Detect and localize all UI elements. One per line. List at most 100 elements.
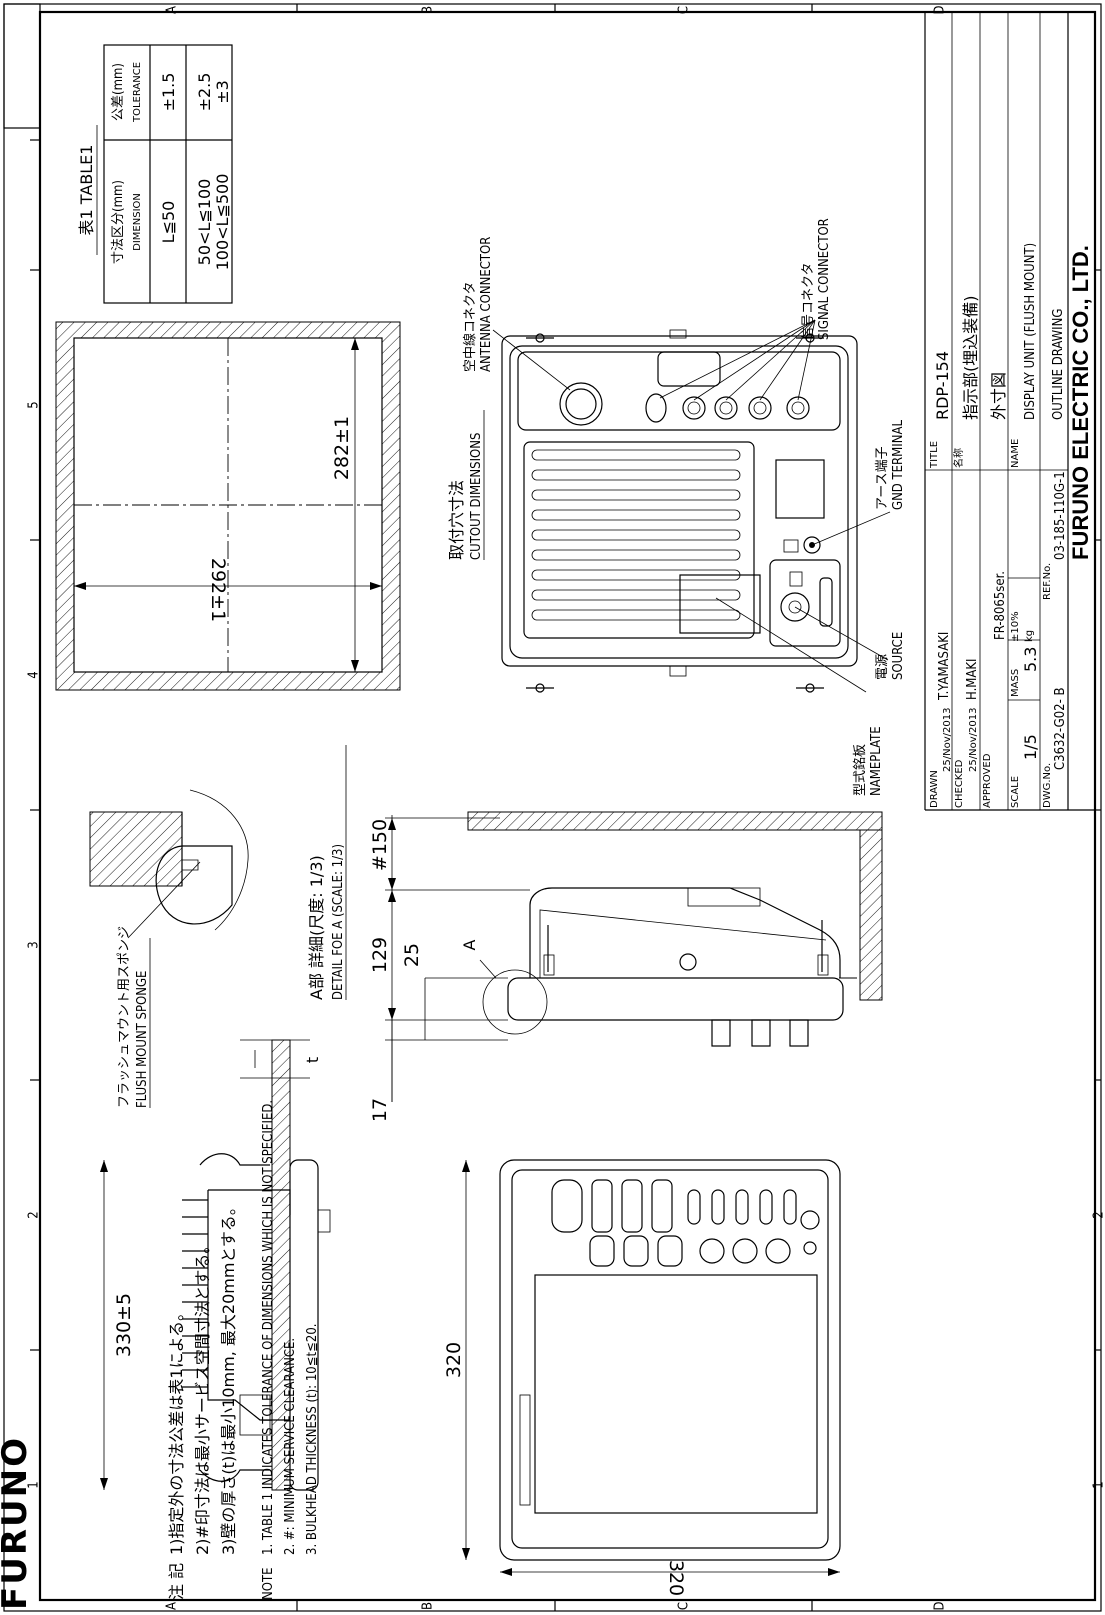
top-width-dim: 330±5 [113,1293,135,1357]
rear-view-labels: 空中線コネクタ ANTENNA CONNECTOR 信号コネクタ SIGNAL … [447,218,906,796]
cutout-view: 282±1 292±1 [55,321,401,691]
sponge-label-jp: フラッシュマウント用スポンジ [117,926,132,1108]
grid-letter-c-bottom: C [677,1602,692,1610]
front-width-dim: 320 [443,1342,465,1378]
source-label-jp: 電源 [875,654,890,680]
notes-jp-line-2: 2)#印寸法は最小サービス空間寸法とする。 [193,1238,212,1555]
checked-label: CHECKED [954,759,965,808]
gnd-terminal-label-en: GND TERMINAL [891,420,906,510]
name-jp-label: 名称 [952,448,965,468]
grid-number-1-left: 1 [27,1481,42,1488]
grid-number-4-left: 4 [27,671,42,678]
grid-number-2-right: 2 [1092,1211,1105,1218]
scale-label: SCALE [1010,776,1021,808]
name-en-line-1: DISPLAY UNIT (FLUSH MOUNT) [1023,243,1038,420]
grid-letter-d-bottom: D [933,1601,948,1610]
ref-no-label: REF.No. [1042,563,1053,600]
table1-header-tolerance-jp: 公差(mm) [111,63,126,121]
drawn-date: 25/Nov/2013 [942,708,953,772]
table1-row3-dimension: 100<L≦500 [213,174,232,271]
table1-row2-tolerance: ±2.5 [195,73,214,112]
table1-header-dimension-jp: 寸法区分(mm) [111,180,126,264]
nameplate-label-jp: 型式銘板 [853,744,868,796]
ref-no-value: 03-185-110G-1 [1053,471,1068,560]
grid-number-5-left: 5 [27,401,42,408]
table1-header-dimension-en: DIMENSION [132,193,143,251]
mass-label: MASS [1010,669,1021,697]
antenna-connector-label-en: ANTENNA CONNECTOR [479,237,494,372]
table1-title: 表1 TABLE1 [77,145,96,236]
notes-en-label: NOTE [261,1568,276,1600]
notes-jp-line-1: 1)指定外の寸法公差は表1による。 [167,1305,186,1555]
bulkhead-t-dim: t [303,1057,322,1063]
checked-name: H.MAKI [965,659,980,701]
scale-value: 1/5 [1021,734,1040,760]
grid-letter-a-top: A [165,6,180,14]
grid-number-2-left: 2 [27,1211,42,1218]
cutout-height-dim: 292±1 [207,558,229,622]
drawn-label: DRAWN [929,770,940,808]
table1-row2-dimension: 50<L≦100 [195,179,214,266]
top-view: 330±5 t [100,1039,331,1491]
notes-en-line-3: 3. BULKHEAD THICKNESS (t): 10≦t≦20. [305,1324,320,1556]
source-label-en: SOURCE [891,632,906,680]
detail-a-marker: A [460,939,479,950]
tolerance-table: 表1 TABLE1 寸法区分(mm) DIMENSION 公差(mm) TOLE… [77,44,233,304]
name-en-line-2: OUTLINE DRAWING [1051,309,1066,420]
notes-en-line-1: 1. TABLE 1 INDICATES TOLERANCE OF DIMENS… [261,1100,276,1555]
detail-a-label-en: DETAIL FOE A (SCALE: 1/3) [331,844,346,1000]
series-text: FR-8065ser. [993,571,1008,640]
title-label: TITLE [929,441,940,469]
cutout-width-dim: 282±1 [331,416,353,480]
cutout-dimensions-label-jp: 取付穴寸法 [447,480,466,560]
mass-tolerance: ±10% [1010,611,1021,642]
notes-en-line-2: 2. #: MINIMUM SERVICE CLEARANCE. [283,1338,298,1555]
grid-letter-b-top: B [421,6,436,14]
clearance-150-dim: #150 [369,819,391,871]
dwg-no-value: C3632-G02- B [1053,687,1068,770]
nameplate-label-en: NAMEPLATE [869,726,884,796]
table1-row1-tolerance: ±1.5 [159,73,178,112]
front-height-dim: 320 [665,1560,687,1596]
sponge-label-en: FLUSH MOUNT SPONGE [135,971,150,1108]
depth-129-dim: 129 [369,937,391,973]
sheet-border [3,3,1102,1612]
grid-numbers: 1 2 3 4 5 1 2 [27,401,1105,1488]
brand-logo: FURUNO [0,1436,35,1610]
grid-letter-d-top: D [933,5,948,14]
grid-letter-b-bottom: B [421,1602,436,1610]
name-jp-line-2: 外寸図 [989,372,1008,420]
cutout-dimensions-label-en: CUTOUT DIMENSIONS [469,433,484,560]
signal-connector-label-jp: 信号コネクタ [801,263,816,340]
detail-a-view: フラッシュマウント用スポンジ FLUSH MOUNT SPONGE A部 詳細(… [89,745,347,1108]
signal-connector-label-en: SIGNAL CONNECTOR [817,218,832,340]
grid-letters: A B C D A B C D [165,5,948,1610]
dwg-no-label: DWG.No. [1042,763,1053,808]
table1-header-tolerance-en: TOLERANCE [132,62,143,123]
checked-date: 25/Nov/2013 [968,708,979,772]
gnd-terminal-label-jp: アース端子 [875,446,890,510]
grid-letter-c-top: C [677,6,692,14]
bezel-17-dim: 17 [369,1098,391,1122]
approved-label: APPROVED [982,753,993,808]
grid-number-3-left: 3 [27,941,42,948]
name-jp-line-1: 指示部(埋込装備) [961,296,980,421]
grid-number-1-right: 1 [1092,1481,1105,1488]
detail-a-label-jp: A部 詳細(尺度: 1/3) [307,855,326,1000]
front-view: 320 320 [443,1159,841,1596]
table1-row3-tolerance: ±3 [213,80,232,104]
grid-letter-a-bottom: A [165,1602,180,1610]
rear-view [492,319,891,693]
name-label: NAME [1010,439,1021,468]
side-view: A #150 129 25 17 [369,811,883,1122]
drawn-name: T.YAMASAKI [937,632,952,701]
notes-jp-label: 注 記 [167,1563,186,1600]
antenna-connector-label-jp: 空中線コネクタ [462,282,478,372]
title-block: DRAWN 25/Nov/2013 T.YAMASAKI CHECKED 25/… [924,12,1095,811]
notes-jp-line-3: 3)壁の厚さ(t)は最小10mm, 最大20mmとする。 [219,1199,238,1555]
mass-value: 5.3 [1021,647,1040,672]
mass-unit: kg [1024,630,1035,642]
company-name: FURUNO ELECTRIC CO., LTD. [1068,245,1093,560]
